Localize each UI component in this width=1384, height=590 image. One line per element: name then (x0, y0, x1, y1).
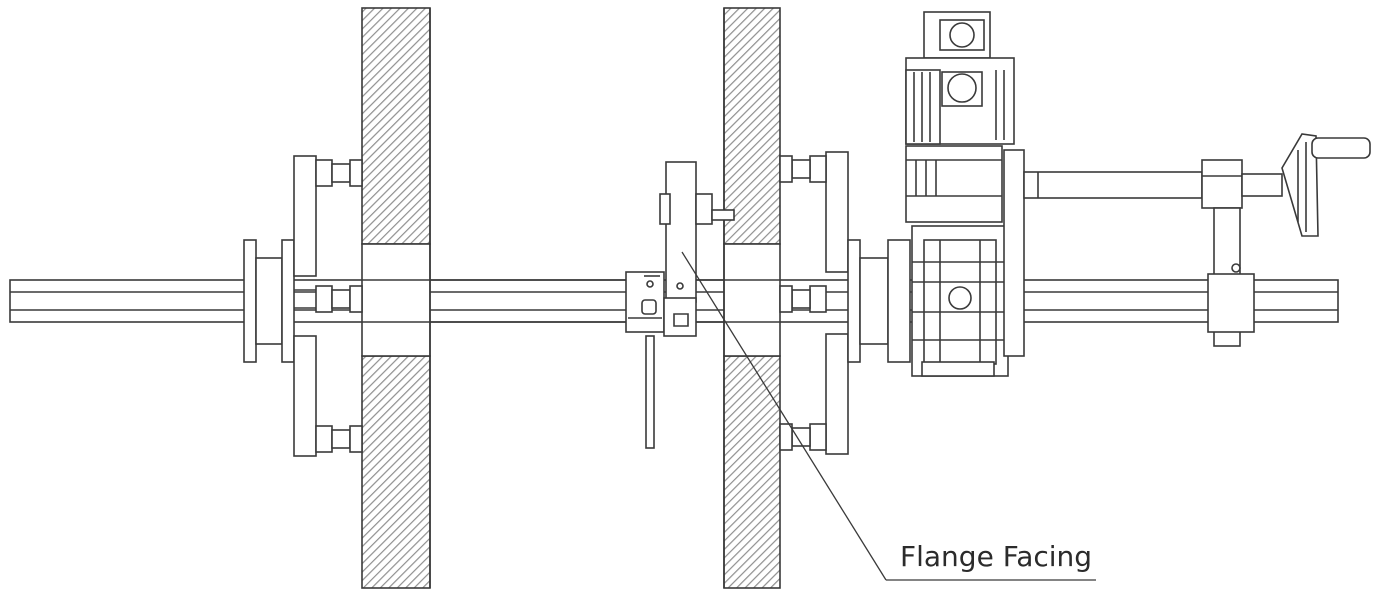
left-clamp-lower (293, 335, 363, 457)
motor-housing (905, 57, 1015, 145)
left-clamp-middle (294, 285, 363, 313)
pipe-wall-left (361, 7, 431, 589)
feed-arm-shaft (1023, 171, 1203, 199)
callout-leader (681, 251, 1096, 581)
shaft-through-pipe (362, 279, 780, 323)
pipe-bore (429, 8, 725, 588)
handwheel (1241, 133, 1371, 237)
pipe-wall-right (723, 7, 781, 589)
tool-head (625, 161, 735, 449)
left-clamp-upper (293, 155, 363, 277)
left-flange-adapter (243, 239, 295, 363)
right-clamp-middle (779, 285, 827, 313)
motor-body (905, 145, 1003, 223)
right-clamp-lower (779, 333, 849, 455)
callout-label: Flange Facing (900, 540, 1092, 573)
right-flange-adapter (847, 239, 911, 363)
right-clamp-upper (779, 151, 849, 273)
feed-bracket (1201, 159, 1255, 347)
motor-top-module (923, 11, 991, 59)
gearbox (911, 225, 1009, 377)
